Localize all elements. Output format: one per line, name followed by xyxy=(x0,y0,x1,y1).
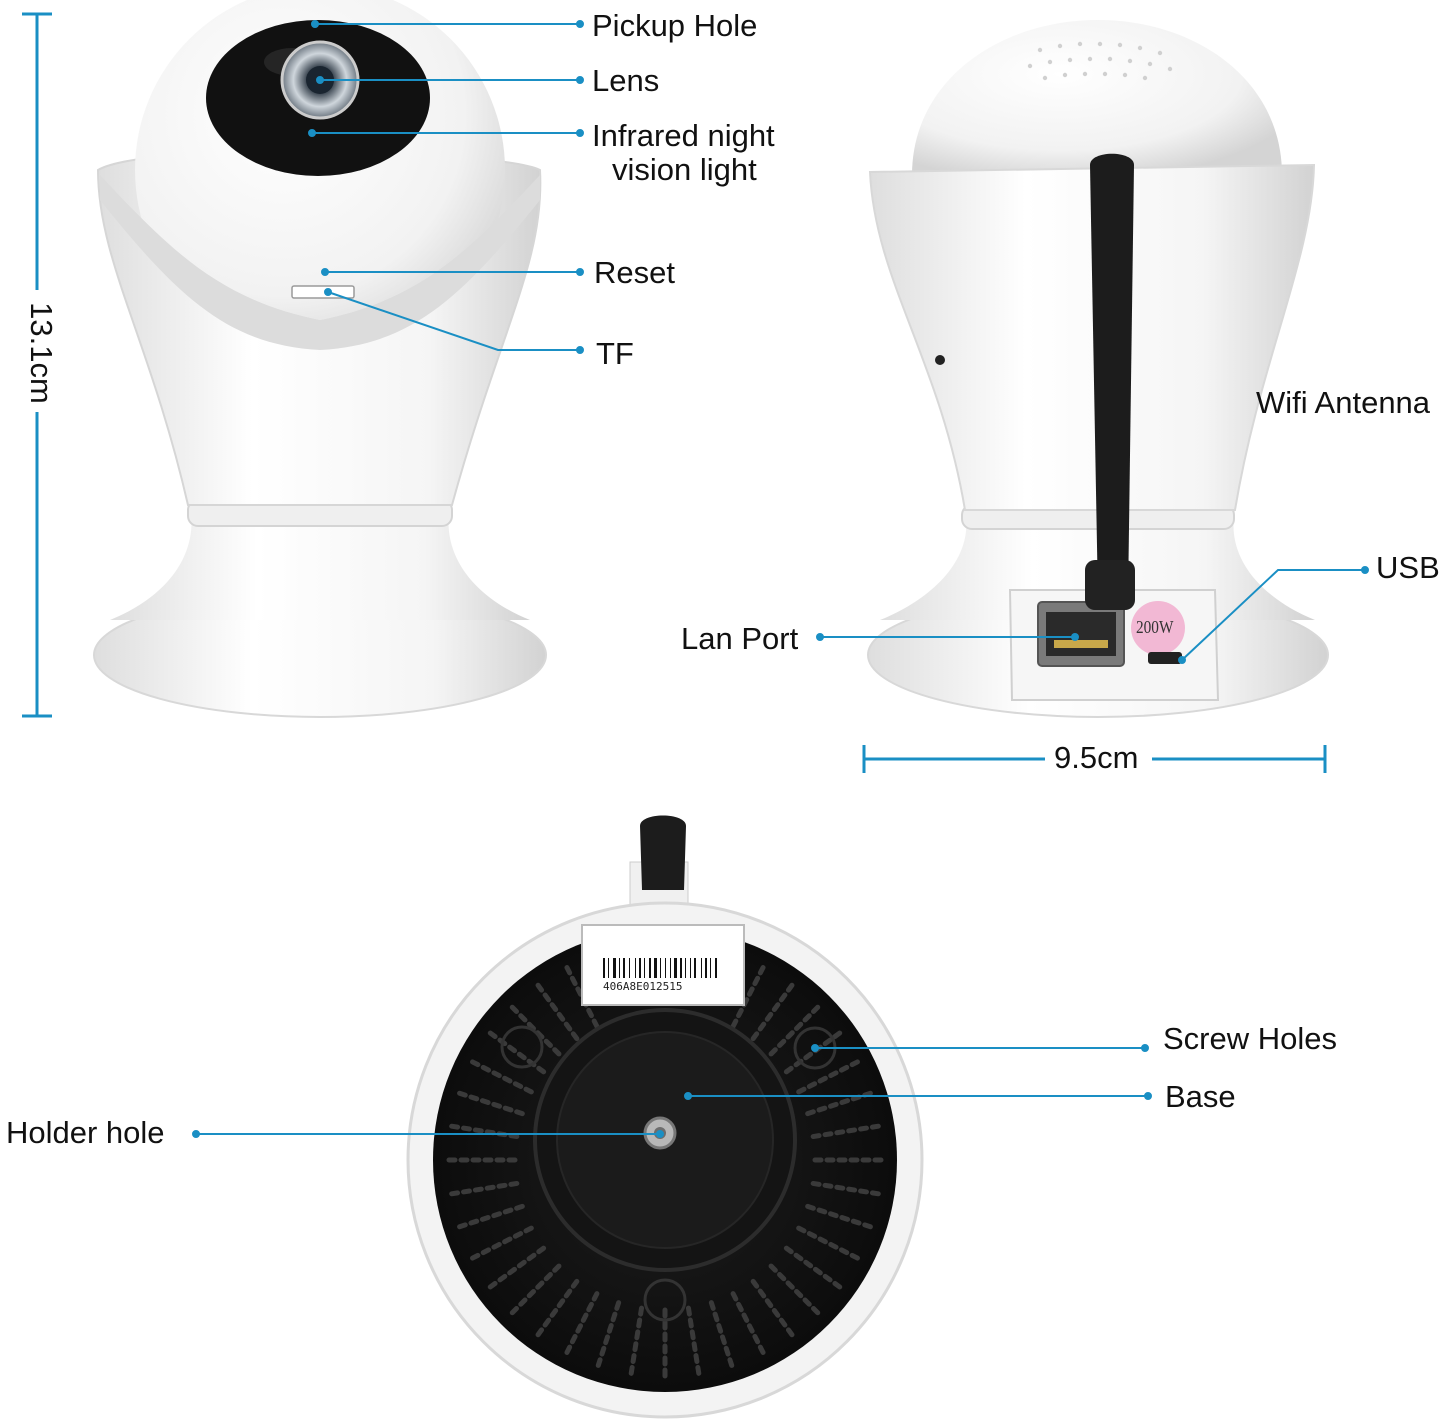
barcode-bar xyxy=(623,958,625,978)
label-lan-port: Lan Port xyxy=(681,621,799,656)
label-infrared-line1: Infrared night xyxy=(592,118,775,153)
antenna-shape xyxy=(1090,153,1134,600)
barcode-bar xyxy=(660,958,661,978)
label-pickup-hole: Pickup Hole xyxy=(592,8,758,43)
barcode-bar xyxy=(715,958,717,978)
barcode-bar xyxy=(665,958,666,978)
label-holder-hole: Holder hole xyxy=(6,1115,165,1150)
vent-slot xyxy=(484,1245,547,1292)
barcode-bar xyxy=(619,958,620,978)
vent-slot xyxy=(730,961,768,1029)
bottom-view-camera xyxy=(406,815,924,1419)
power-sticker xyxy=(1131,601,1185,655)
label-screw-holes: Screw Holes xyxy=(1163,1021,1337,1056)
vent-slot xyxy=(750,979,797,1042)
vent-slot xyxy=(594,1300,622,1372)
vent-slot xyxy=(805,1203,877,1231)
rear-view-camera xyxy=(867,20,1329,718)
vent-slot xyxy=(768,1263,824,1319)
barcode-bar xyxy=(654,958,657,978)
leader-tf xyxy=(327,291,580,351)
label-tf: TF xyxy=(596,336,634,371)
power-sticker-text: 200W xyxy=(1136,617,1174,637)
front-view-camera xyxy=(93,0,547,718)
label-usb: USB xyxy=(1376,550,1440,585)
barcode xyxy=(603,958,717,978)
leader-usb xyxy=(1181,569,1365,661)
usb-port-shape xyxy=(1148,652,1182,664)
vent-slot xyxy=(533,979,580,1042)
vent-slot xyxy=(506,1263,562,1319)
bottom-antenna-stub xyxy=(640,815,686,890)
barcode-bar xyxy=(701,958,702,978)
screw-hole-left xyxy=(500,1025,544,1069)
bottom-leaders xyxy=(192,1044,1152,1138)
speaker-grille xyxy=(1027,41,1173,81)
barcode-bar xyxy=(685,958,686,978)
vent-slot xyxy=(768,1001,824,1057)
barcode-bar xyxy=(644,958,645,978)
barcode-bar xyxy=(608,958,609,978)
label-infrared-line2: vision light xyxy=(612,152,757,187)
vent-slot xyxy=(533,1278,580,1341)
vent-slot xyxy=(445,1180,520,1197)
vent-slots xyxy=(442,961,888,1383)
vent-slot xyxy=(810,1123,885,1140)
vent-slot xyxy=(796,1057,864,1095)
serial-label xyxy=(581,924,745,1006)
label-base: Base xyxy=(1165,1079,1236,1114)
tf-slot-shape xyxy=(291,285,355,299)
label-lens: Lens xyxy=(592,63,660,98)
barcode-bar xyxy=(603,958,605,978)
width-dimension-label: 9.5cm xyxy=(1054,740,1139,776)
vent-slot xyxy=(484,1028,547,1075)
vent-slot xyxy=(628,1305,645,1380)
front-neck xyxy=(110,505,530,620)
serial-number: 406A8E012515 xyxy=(603,980,683,993)
label-wifi-antenna: Wifi Antenna xyxy=(1256,385,1431,420)
vent-slot xyxy=(750,1278,797,1341)
vent-slot xyxy=(562,1291,600,1359)
barcode-bar xyxy=(635,958,636,978)
height-dimension xyxy=(22,12,52,718)
barcode-bar xyxy=(670,958,671,978)
rear-leaders xyxy=(816,566,1369,664)
barcode-bar xyxy=(629,958,630,978)
label-reset: Reset xyxy=(594,255,675,290)
vent-slot xyxy=(783,1245,846,1292)
vent-slot xyxy=(796,1225,864,1263)
vent-slot xyxy=(685,1305,702,1380)
barcode-bar xyxy=(690,958,691,978)
barcode-bar xyxy=(710,958,711,978)
screw-hole-bottom xyxy=(643,1278,687,1322)
vent-slot xyxy=(506,1001,562,1057)
front-collar xyxy=(100,175,540,350)
barcode-bar xyxy=(705,958,707,978)
vent-slot xyxy=(453,1089,525,1117)
barcode-bar xyxy=(639,958,641,978)
barcode-bar xyxy=(674,958,677,978)
height-dimension-label: 13.1cm xyxy=(22,302,59,404)
vent-slot xyxy=(466,1225,534,1263)
front-leaders xyxy=(308,20,584,354)
vent-slot xyxy=(730,1291,768,1359)
vent-slot xyxy=(453,1203,525,1231)
vent-slot xyxy=(708,1300,736,1372)
vent-slot xyxy=(466,1057,534,1095)
barcode-bar xyxy=(613,958,616,978)
barcode-bar xyxy=(680,958,682,978)
vent-slot xyxy=(810,1180,885,1197)
rear-dome xyxy=(912,20,1282,175)
barcode-bar xyxy=(694,958,696,978)
rear-screw-dot xyxy=(935,355,945,365)
width-dimension xyxy=(862,745,1327,773)
barcode-bar xyxy=(649,958,651,978)
